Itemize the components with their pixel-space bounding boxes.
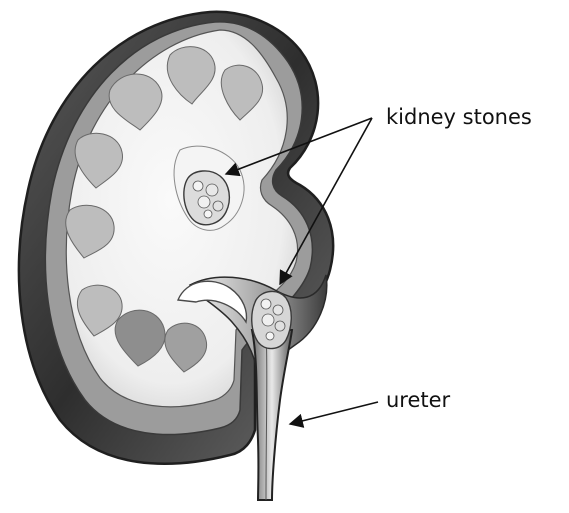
- kidney-stone-upper: [184, 171, 230, 225]
- ureter-tube: [252, 330, 292, 500]
- label-ureter: ureter: [386, 388, 451, 412]
- arrow-to-ureter: [290, 402, 378, 424]
- label-kidney-stones: kidney stones: [386, 105, 532, 129]
- kidney-stone-lower: [252, 291, 292, 348]
